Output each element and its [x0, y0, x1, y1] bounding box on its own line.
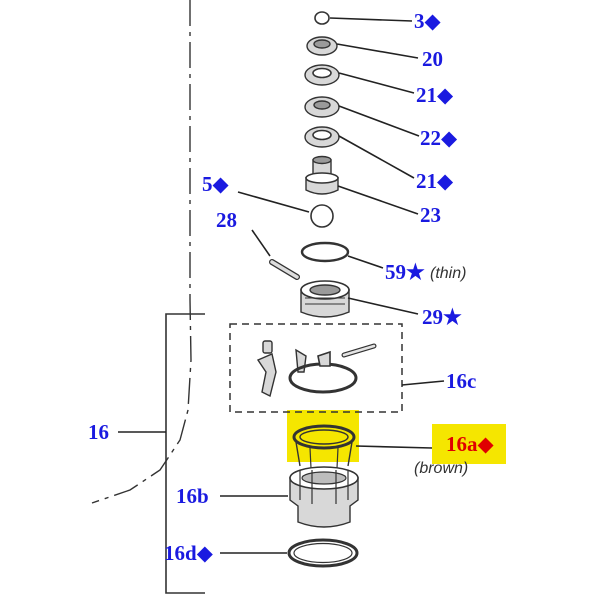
center-axis-line [91, 0, 192, 504]
label-23: 23 [420, 203, 441, 227]
label-16a-note: (brown) [414, 460, 468, 477]
label-16a: 16a◆ [446, 432, 495, 456]
part-29-seat [300, 280, 350, 318]
label-28: 28 [216, 208, 237, 232]
part-59-o-ring [300, 241, 350, 263]
part-16c-group-box [229, 323, 403, 413]
label-3: 3◆ [414, 9, 442, 33]
part-22-washer [304, 96, 340, 118]
label-20: 20 [422, 47, 443, 71]
label-29: 29★ [422, 305, 462, 329]
leader-lines [118, 17, 445, 554]
part-16c-components [256, 340, 377, 398]
part-16a-seal [292, 424, 356, 469]
label-16c: 16c [446, 369, 476, 393]
label-21-lower: 21◆ [416, 169, 454, 193]
label-21-upper: 21◆ [416, 83, 454, 107]
part-28-pin [269, 259, 300, 280]
label-5: 5◆ [202, 172, 230, 196]
label-59: 59★ [385, 260, 425, 284]
label-16: 16 [88, 420, 109, 444]
part-21-lower-washer [304, 126, 340, 148]
label-16a-highlight [432, 424, 506, 464]
assembly-16-bracket [165, 313, 205, 594]
label-16b: 16b [176, 484, 209, 508]
part-5-ball [310, 204, 334, 228]
part-23-stem [305, 155, 339, 195]
part-21-upper-washer [304, 64, 340, 86]
label-16d: 16d◆ [164, 541, 214, 565]
label-22: 22◆ [420, 126, 458, 150]
label-59-note: (thin) [430, 265, 466, 282]
part-16b-housing [289, 466, 359, 528]
part-16d-o-ring [287, 538, 359, 568]
part-20-bearing [306, 36, 338, 56]
part-3-ball [314, 11, 330, 25]
